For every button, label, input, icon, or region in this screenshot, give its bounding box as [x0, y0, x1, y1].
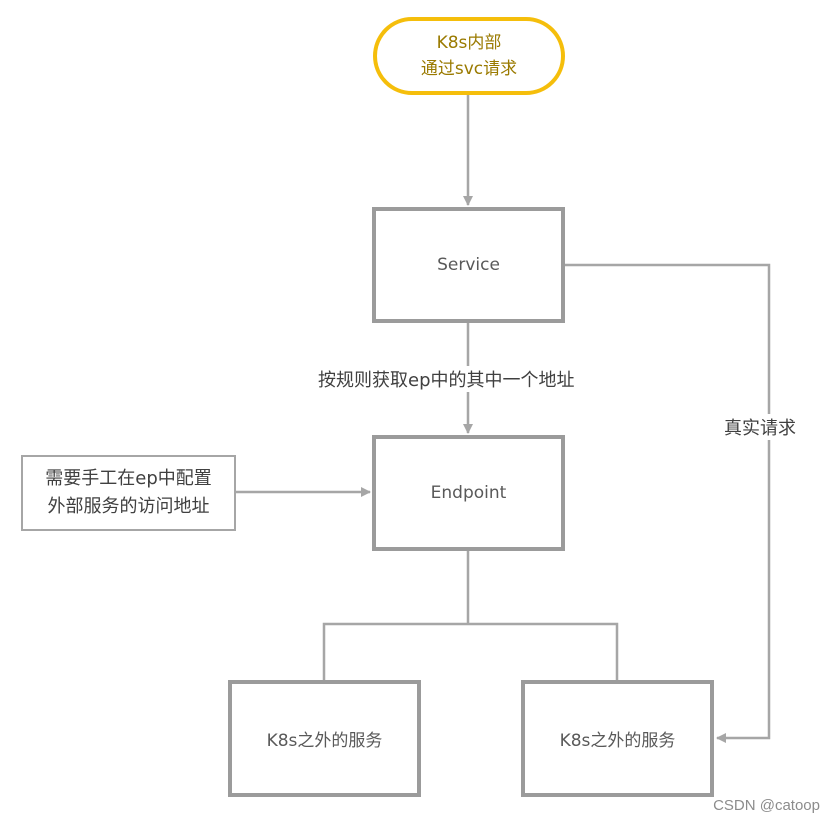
start-line-1: K8s内部 — [436, 33, 502, 53]
label-service-to-endpoint: 按规则获取ep中的其中一个地址 — [318, 366, 575, 392]
edge-branch-horizontal — [322, 622, 619, 680]
external-service-left: K8s之外的服务 — [228, 680, 421, 797]
edge-real-request — [565, 263, 771, 743]
note-line-1: 需要手工在ep中配置 — [45, 468, 212, 489]
watermark: CSDN @catoop — [713, 797, 820, 814]
start-line-2: 通过svc请求 — [420, 59, 518, 79]
service-node: Service — [372, 207, 565, 323]
external-service-right-label: K8s之外的服务 — [559, 731, 676, 751]
endpoint-label: Endpoint — [430, 483, 507, 503]
label-real-request: 真实请求 — [724, 414, 796, 440]
note-line-2: 外部服务的访问地址 — [47, 496, 210, 517]
endpoint-node: Endpoint — [372, 435, 565, 551]
note-node: 需要手工在ep中配置 外部服务的访问地址 — [21, 455, 236, 531]
external-service-right: K8s之外的服务 — [521, 680, 714, 797]
service-label: Service — [437, 255, 500, 275]
start-node: K8s内部 通过svc请求 — [373, 17, 565, 95]
external-service-left-label: K8s之外的服务 — [266, 731, 383, 751]
